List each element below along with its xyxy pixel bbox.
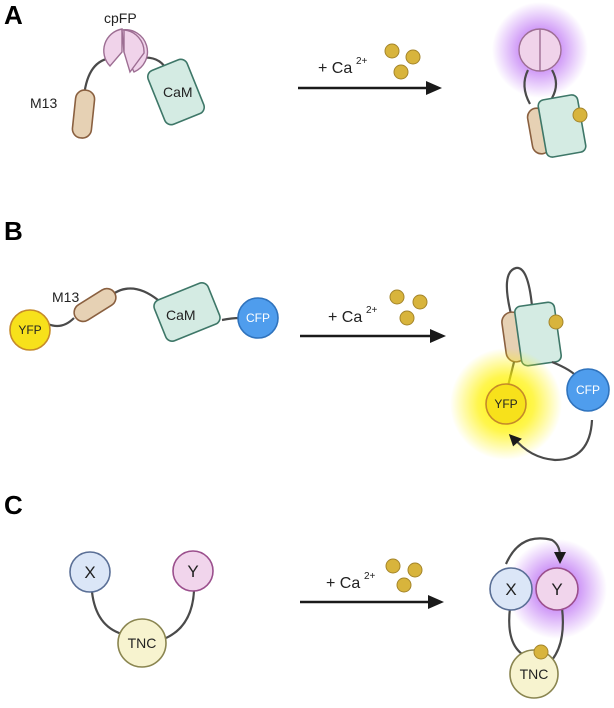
yfp-bound-label: YFP — [494, 397, 517, 411]
calcium-charge-a: 2+ — [356, 56, 368, 67]
cfp-acceptor — [237, 297, 279, 339]
panel-b: B YFP M13 CaM CFP + Ca 2+ YFP CFP — [4, 216, 610, 462]
calcium-charge-b: 2+ — [366, 305, 378, 316]
linker-bound-loop — [505, 266, 534, 319]
calcium-ion — [405, 49, 421, 65]
yfp-label: YFP — [18, 323, 41, 337]
panel-b-letter: B — [4, 216, 23, 246]
linker-x-tnc — [90, 591, 123, 636]
cam-domain — [146, 58, 206, 126]
calcium-label-a: + Ca — [318, 60, 352, 77]
calcium-bound — [572, 107, 588, 123]
m13-label: M13 — [52, 289, 79, 305]
m13-label: M13 — [30, 95, 57, 111]
linker-y-tnc — [165, 590, 196, 639]
domain-y — [172, 550, 214, 592]
cpfp-open — [103, 28, 149, 74]
calcium-ion — [407, 562, 423, 578]
calcium-ion — [396, 577, 412, 593]
domain-y-bound-label: Y — [551, 580, 562, 599]
domain-y-bound — [535, 567, 579, 611]
domain-x-label: X — [84, 563, 95, 582]
reaction-arrowhead-c — [428, 595, 444, 609]
reaction-arrowhead-b — [430, 329, 446, 343]
calcium-ion — [412, 294, 428, 310]
fret-arrowhead — [508, 433, 522, 447]
panel-a: A cpFP M13 CaM + Ca 2+ — [4, 0, 588, 158]
calcium-label-c: + Ca — [326, 575, 360, 592]
linker-x-tnc-bound — [508, 607, 523, 655]
troponin-c — [117, 618, 167, 668]
calcium-charge-c: 2+ — [364, 571, 376, 582]
cam-bound — [537, 94, 587, 158]
linker-bound-right — [551, 69, 558, 99]
panel-c-letter: C — [4, 490, 23, 520]
cam-label: CaM — [163, 84, 193, 100]
panel-c: C X Y TNC + Ca 2+ X Y TNC — [4, 490, 607, 699]
cfp-bound-label: CFP — [576, 383, 600, 397]
fret-arrowhead — [554, 552, 566, 564]
calcium-ion — [384, 43, 400, 59]
yfp-donor — [9, 309, 51, 351]
fret-transfer-arrow — [504, 537, 562, 565]
domain-y-label: Y — [187, 562, 198, 581]
calcium-ion — [385, 558, 401, 574]
domain-x — [69, 551, 111, 593]
calcium-ion — [393, 64, 409, 80]
tnc-label: TNC — [128, 635, 157, 651]
linker-yfp-m13 — [47, 317, 75, 328]
cam-label: CaM — [166, 307, 196, 323]
calcium-ion — [399, 310, 415, 326]
fret-transfer-arrow — [513, 419, 594, 462]
domain-x-bound-label: X — [505, 580, 516, 599]
cam-domain — [153, 282, 221, 342]
yfp-bound — [485, 383, 527, 425]
linker-y-tnc-bound — [551, 607, 564, 661]
calcium-label-b: + Ca — [328, 309, 362, 326]
cfp-label: CFP — [246, 311, 270, 325]
panel-a-letter: A — [4, 0, 23, 30]
domain-x-bound — [489, 567, 533, 611]
linker-bound-left — [523, 69, 531, 105]
calcium-bound — [533, 644, 549, 660]
calcium-ion — [389, 289, 405, 305]
cpfp-label: cpFP — [104, 10, 137, 26]
cfp-bound — [566, 368, 610, 412]
tnc-bound-label: TNC — [520, 666, 549, 682]
m13-peptide — [71, 89, 96, 139]
reaction-arrowhead-a — [426, 81, 442, 95]
calcium-bound — [548, 314, 564, 330]
m13-peptide — [73, 287, 117, 323]
